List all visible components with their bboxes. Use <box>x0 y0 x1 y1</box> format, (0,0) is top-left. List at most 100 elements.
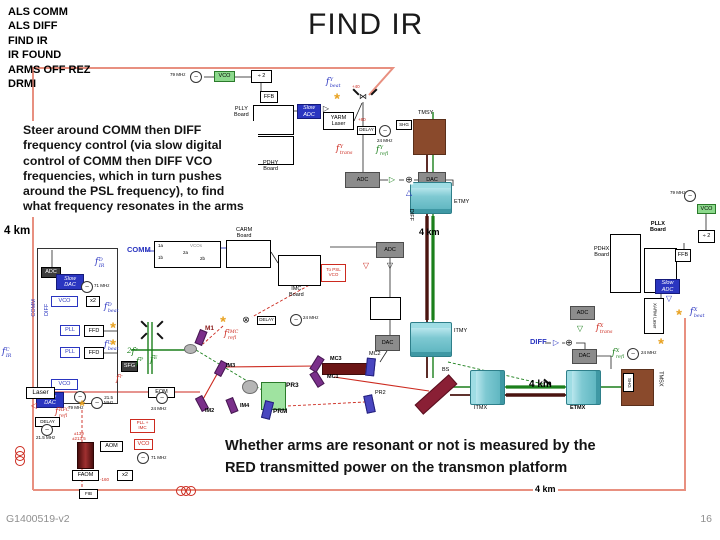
diagram-label: 2b <box>200 256 206 261</box>
oscillator-icon: ~ <box>91 397 103 409</box>
diagram-label: 24 MHz <box>641 350 657 355</box>
dac-x-label: DAC <box>578 353 591 360</box>
vco-x-box: VCO <box>697 204 716 214</box>
divide2-y-box-label: ÷ 2 <box>257 73 266 80</box>
fiber-coil-icon <box>15 451 25 461</box>
oscillator-icon: ~ <box>74 391 86 403</box>
slow-adc-y-label: Slow <box>303 105 315 112</box>
beam-wire <box>353 102 363 122</box>
beam-redd <box>251 277 323 318</box>
to-psl-vco-box-label: To PSL <box>326 267 341 273</box>
slow-adc-x-label: ADC <box>661 286 674 293</box>
adc-mid: ADC <box>376 242 404 258</box>
diagram-label: 71 MHz <box>151 455 167 460</box>
to-psl-vco-box-label: VCO <box>328 272 339 277</box>
ffb-x-box-label: FFB <box>677 252 689 259</box>
x2-faom-label: x2 <box>122 472 128 479</box>
mc2 <box>365 357 376 377</box>
x2-comm: x2 <box>86 296 100 307</box>
pll-imc-box-label: PLL + <box>136 420 149 426</box>
aom-box-label: AOM <box>105 443 118 450</box>
amplifier-icon: ▽ <box>665 294 673 303</box>
oscillator-icon: ~ <box>156 392 168 404</box>
vco-diff: VCO <box>51 379 78 390</box>
slow-dac-1-label: Slow <box>64 275 76 282</box>
diagram-label: PLLX Board <box>650 221 666 233</box>
vco-diff-label: VCO <box>58 381 71 388</box>
sfg-box-label: SFG <box>123 363 136 370</box>
faraday-blob <box>242 380 258 394</box>
steer-blob <box>184 344 197 354</box>
oscillator-icon: ~ <box>684 190 696 202</box>
photodiode-icon: * <box>79 397 85 415</box>
note-steer-line: frequencies, which in turn pushes <box>23 168 222 183</box>
pll-imc-box: PLL +IMC <box>130 419 155 433</box>
note-red-line: RED transmitted power on the transmon pl… <box>225 460 568 476</box>
diagram-label: 79 MHz <box>670 190 686 195</box>
diagram-label: +80 <box>358 117 366 122</box>
plly-board <box>253 105 294 135</box>
diagram-label: 21.5 MHz <box>104 395 114 405</box>
chain-outline <box>37 248 118 404</box>
diagram-label: PDHX Board <box>594 246 610 258</box>
ffb-y-box: FFB <box>260 91 278 103</box>
diagram-label: ETMY <box>454 199 470 205</box>
diagram-label: 1b <box>158 255 164 260</box>
diagram-label: ±139 ±213.5 <box>72 431 86 441</box>
pll-2-label: PLL <box>65 349 75 356</box>
beam-grnd <box>195 349 263 391</box>
adc-left-label: ADC <box>45 269 57 276</box>
beam-red <box>333 376 430 392</box>
slow-adc-x-label: Slow <box>661 280 674 287</box>
pll-1-label: PLL <box>65 327 75 334</box>
step-item: ARMS OFF REZ <box>8 63 91 76</box>
diagram-label: 2a <box>183 250 189 255</box>
aom-box: AOM <box>100 441 123 452</box>
oscillator-icon: ~ <box>627 348 639 360</box>
xarm-laser-box-label: XARM Laser <box>652 303 658 329</box>
beam-wire <box>379 350 388 363</box>
dac-x: DAC <box>572 349 597 364</box>
diagram-label: 1a <box>158 243 164 248</box>
sum-node-icon: ⊕ <box>405 174 413 185</box>
delay-imc-box-label: DELAY <box>259 317 274 323</box>
vco-imc-label: VCO <box>137 441 150 448</box>
divide2-x-box-label: ÷ 2 <box>702 233 711 240</box>
diagram-label: COMM <box>30 299 37 317</box>
beam-wire <box>446 179 454 186</box>
photodiode-icon: * <box>658 335 664 353</box>
photodiode-icon: * <box>676 306 682 324</box>
oscillator-icon: ~ <box>190 71 202 83</box>
ffb-x-box: FFB <box>675 249 691 262</box>
delay-y-box: DELAY <box>357 126 376 135</box>
step-item: FIND IR <box>8 34 48 47</box>
fiber-coil-icon <box>186 486 196 496</box>
diagram-label: DIFF <box>44 303 51 316</box>
diagram-label: IM2 <box>205 408 215 414</box>
mixer-icon: ⊗ <box>242 314 250 325</box>
note-red: Whether arms are resonant or not is meas… <box>221 432 657 482</box>
oscillator-icon: ~ <box>81 281 93 293</box>
pll-2: PLL <box>60 347 80 358</box>
diagram-label: DIFF <box>530 337 547 346</box>
photodiode-icon: * <box>110 319 116 337</box>
beamsplitter-icon: ⋈ <box>359 92 367 101</box>
x2-comm-label: x2 <box>90 298 96 305</box>
amplifier-icon: ▽ <box>576 324 584 333</box>
note-steer-line: Steer around COMM then DIFF <box>23 123 202 137</box>
fiber-coil-icon <box>15 446 25 456</box>
